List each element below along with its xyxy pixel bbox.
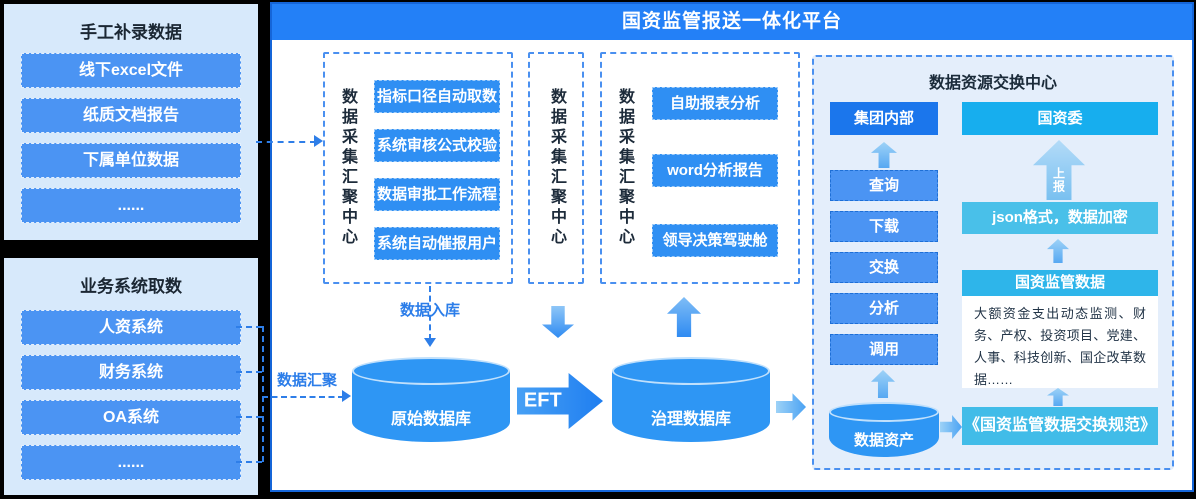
center1-item-approval-flow: 数据审批工作流程 [374, 178, 500, 211]
supervision-data-description: 大额资金支出动态监测、财务、产权、投资项目、党建、人事、科技创新、国企改革数据…… [962, 296, 1158, 388]
governance-database-label: 治理数据库 [650, 411, 731, 428]
collection-center-2-label: 数据采集汇聚中心 [548, 88, 565, 248]
group-internal-button: 集团内部 [830, 102, 938, 135]
manual-item-excel: 线下excel文件 [21, 53, 241, 88]
business-item-finance: 财务系统 [21, 355, 241, 390]
business-connector-line [236, 416, 262, 418]
exchange-spec-box: 《国资监管数据交换规范》 [962, 407, 1158, 445]
data-asset-label: 数据资产 [853, 432, 914, 449]
data-ingest-label: 数据入库 [399, 302, 460, 319]
cylinder-top [352, 357, 510, 385]
center1-item-formula-check: 系统审核公式校验 [374, 129, 500, 162]
exchange-center-panel: 数据资源交换中心 集团内部 国资委 查询 下载 交换 分析 调用 数据资产 上报… [812, 55, 1174, 470]
spec-to-data-up-arrow-icon [1047, 388, 1069, 406]
data-ingest-arrowhead-icon [424, 338, 436, 347]
query-to-internal-up-arrow-icon [871, 142, 897, 168]
business-item-oa: OA系统 [21, 400, 241, 435]
cylinder-top [829, 402, 939, 422]
business-systems-panel: 业务系统取数 人资系统 财务系统 OA系统 ...... [4, 258, 258, 495]
data-gather-dashed-line [262, 396, 344, 398]
collection-center-box-1: 数据采集汇聚中心 指标口径自动取数 系统审核公式校验 数据审批工作流程 系统自动… [323, 52, 513, 284]
report-up-arrow: 上报 [1033, 140, 1085, 200]
manual-to-center-dashed-line [256, 141, 316, 143]
action-download-button: 下载 [830, 211, 938, 242]
action-exchange-button: 交换 [830, 252, 938, 283]
data-asset-cylinder: 数据资产 [829, 402, 939, 457]
exchange-center-title: 数据资源交换中心 [928, 75, 1057, 92]
data-gather-arrowhead-icon [342, 390, 351, 402]
asset-to-spec-right-arrow-icon [940, 415, 962, 439]
data-ingest-dashed-line [429, 286, 431, 340]
action-analyze-button: 分析 [830, 293, 938, 324]
raw-database-cylinder: 原始数据库 [352, 357, 510, 442]
manual-to-center-arrowhead-icon [314, 135, 323, 147]
business-connector-line [236, 371, 262, 373]
data-gather-label: 数据汇聚 [277, 372, 338, 389]
business-item-hr: 人资系统 [21, 310, 241, 345]
data-to-json-up-arrow-icon [1047, 239, 1069, 263]
collection-center-3-label: 数据采集汇聚中心 [616, 88, 633, 248]
eft-label: EFT [523, 389, 562, 412]
center3-item-cockpit: 领导决策驾驶舱 [652, 224, 778, 257]
manual-data-panel: 手工补录数据 线下excel文件 纸质文档报告 下属单位数据 ...... [4, 4, 258, 240]
collection-center-box-3: 数据采集汇聚中心 自助报表分析 word分析报告 领导决策驾驶舱 [600, 52, 800, 284]
business-panel-title: 业务系统取数 [80, 277, 182, 296]
business-collector-line [262, 326, 264, 462]
center1-item-auto-fetch: 指标口径自动取数 [374, 80, 500, 113]
business-connector-line [236, 461, 262, 463]
governance-database-cylinder: 治理数据库 [612, 357, 770, 442]
asset-to-invoke-up-arrow-icon [871, 370, 895, 398]
raw-database-label: 原始数据库 [390, 411, 471, 428]
cylinder-top [612, 357, 770, 385]
center3-item-word-report: word分析报告 [652, 154, 778, 187]
center3-item-self-report: 自助报表分析 [652, 87, 778, 120]
collection-center-1-label: 数据采集汇聚中心 [339, 88, 356, 248]
action-query-button: 查询 [830, 170, 938, 201]
manual-item-paper: 纸质文档报告 [21, 98, 241, 133]
sasac-button: 国资委 [962, 102, 1158, 135]
manual-item-more: ...... [21, 188, 241, 223]
manual-item-subunit: 下属单位数据 [21, 143, 241, 178]
supervision-data-header: 国资监管数据 [962, 270, 1158, 296]
platform-title: 国资监管报送一体化平台 [272, 4, 1192, 40]
collection-center-box-2: 数据采集汇聚中心 [528, 52, 584, 284]
business-item-more: ...... [21, 445, 241, 480]
business-connector-line [236, 326, 262, 328]
action-invoke-button: 调用 [830, 334, 938, 365]
manual-panel-title: 手工补录数据 [80, 23, 182, 42]
report-label: 上报 [1051, 167, 1066, 193]
json-encrypt-box: json格式，数据加密 [962, 202, 1158, 234]
center1-item-auto-remind: 系统自动催报用户 [374, 227, 500, 260]
